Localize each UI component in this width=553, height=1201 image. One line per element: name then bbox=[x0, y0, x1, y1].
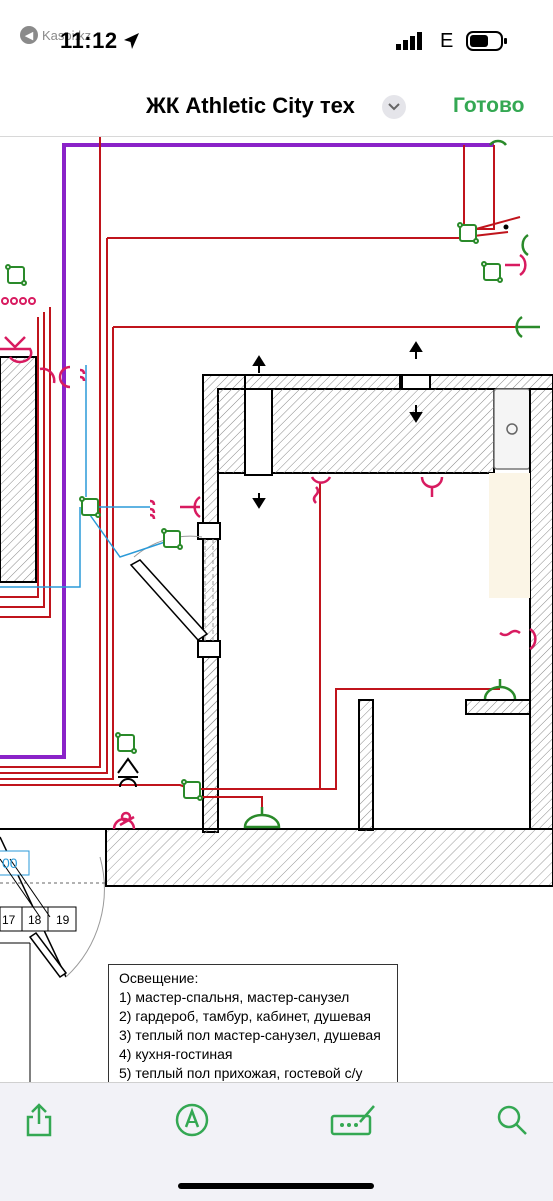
done-button[interactable]: Готово bbox=[453, 94, 525, 117]
status-time: 11:12 bbox=[60, 28, 118, 53]
battery-icon bbox=[466, 31, 507, 51]
grid-cell-18: 18 bbox=[28, 913, 42, 927]
junction-box-icon bbox=[181, 779, 203, 801]
app-back-icon: ◀ bbox=[20, 26, 38, 44]
inner-room-walls bbox=[0, 473, 553, 887]
legend-item: 1) мастер-спальня, мастер-санузел bbox=[119, 989, 350, 1005]
junction-box-icon bbox=[161, 528, 183, 550]
switch-symbols bbox=[243, 139, 540, 829]
doorbell-symbol bbox=[117, 757, 139, 788]
switch-icon bbox=[515, 315, 540, 339]
lighting-legend: Освещение: 1) мастер-спальня, мастер-сан… bbox=[108, 964, 398, 1082]
share-icon[interactable] bbox=[19, 1100, 59, 1140]
junction-box-icon bbox=[481, 261, 503, 283]
upper-wall-block bbox=[202, 374, 553, 833]
status-bar: ◀ Kaspi.kz 11:12 E bbox=[0, 0, 553, 80]
wall-light-icon bbox=[112, 811, 136, 830]
bottom-toolbar bbox=[0, 1082, 553, 1201]
grid-cell-19: 19 bbox=[56, 913, 70, 927]
switch-icon bbox=[489, 139, 507, 146]
floor-plan-drawing[interactable]: 00 17 18 19 bbox=[0, 137, 553, 1082]
wall-light-icon bbox=[180, 495, 201, 519]
light-fixtures bbox=[0, 253, 537, 830]
wall-light-icon bbox=[39, 367, 56, 384]
blue-wiring bbox=[0, 365, 169, 588]
ceiling-light-icon bbox=[310, 476, 332, 504]
junction-box-icon bbox=[5, 264, 27, 286]
floor-plan-svg: 00 17 18 19 bbox=[0, 137, 553, 1082]
purple-wire bbox=[0, 143, 494, 759]
socket-icon bbox=[149, 499, 156, 520]
switch-icon bbox=[521, 233, 529, 257]
switch-icon bbox=[483, 679, 517, 700]
markup-icon[interactable] bbox=[172, 1100, 212, 1140]
wall-light-icon bbox=[499, 627, 537, 651]
partial-dimension-label: 00 bbox=[2, 855, 18, 871]
keyboard-signature-icon[interactable] bbox=[330, 1100, 378, 1140]
switch-icon bbox=[243, 807, 281, 829]
legend-title: Освещение: bbox=[119, 970, 199, 986]
junction-box-icon bbox=[457, 222, 479, 244]
home-indicator bbox=[178, 1183, 374, 1189]
grid-cell-17: 17 bbox=[2, 913, 16, 927]
socket-icon bbox=[1, 297, 36, 305]
legend-item: 3) теплый пол мастер-санузел, душевая bbox=[119, 1027, 381, 1043]
junction-boxes bbox=[5, 222, 503, 801]
search-icon[interactable] bbox=[492, 1100, 532, 1140]
chevron-down-icon[interactable] bbox=[382, 95, 406, 119]
wall-light-icon bbox=[58, 365, 86, 389]
red-wiring bbox=[0, 137, 526, 821]
left-wall-hatched bbox=[0, 356, 37, 583]
wall-light-icon bbox=[0, 336, 33, 364]
app-tag-label: Kaspi.kz bbox=[42, 27, 92, 43]
wall-light-icon bbox=[505, 253, 527, 277]
legend-item: 4) кухня-гостиная bbox=[119, 1046, 233, 1062]
carrier-label: E bbox=[440, 30, 454, 52]
junction-box-icon bbox=[115, 732, 137, 754]
junction-box-icon bbox=[79, 496, 101, 518]
legend-item: 5) теплый пол прихожая, гостевой с/у bbox=[119, 1065, 363, 1081]
signal-icon bbox=[396, 32, 422, 50]
navigation-bar bbox=[0, 80, 553, 137]
legend-item: 2) гардероб, тамбур, кабинет, душевая bbox=[119, 1008, 371, 1024]
location-arrow-icon bbox=[124, 33, 139, 49]
ceiling-light-icon bbox=[420, 476, 444, 497]
back-to-app-tag[interactable]: ◀ Kaspi.kz bbox=[20, 26, 91, 44]
document-title[interactable]: ЖК Athletic City тех bbox=[146, 93, 355, 118]
thermostat-dots bbox=[503, 224, 509, 230]
vent-arrows bbox=[252, 341, 423, 509]
bottom-left-grid bbox=[0, 850, 106, 1082]
